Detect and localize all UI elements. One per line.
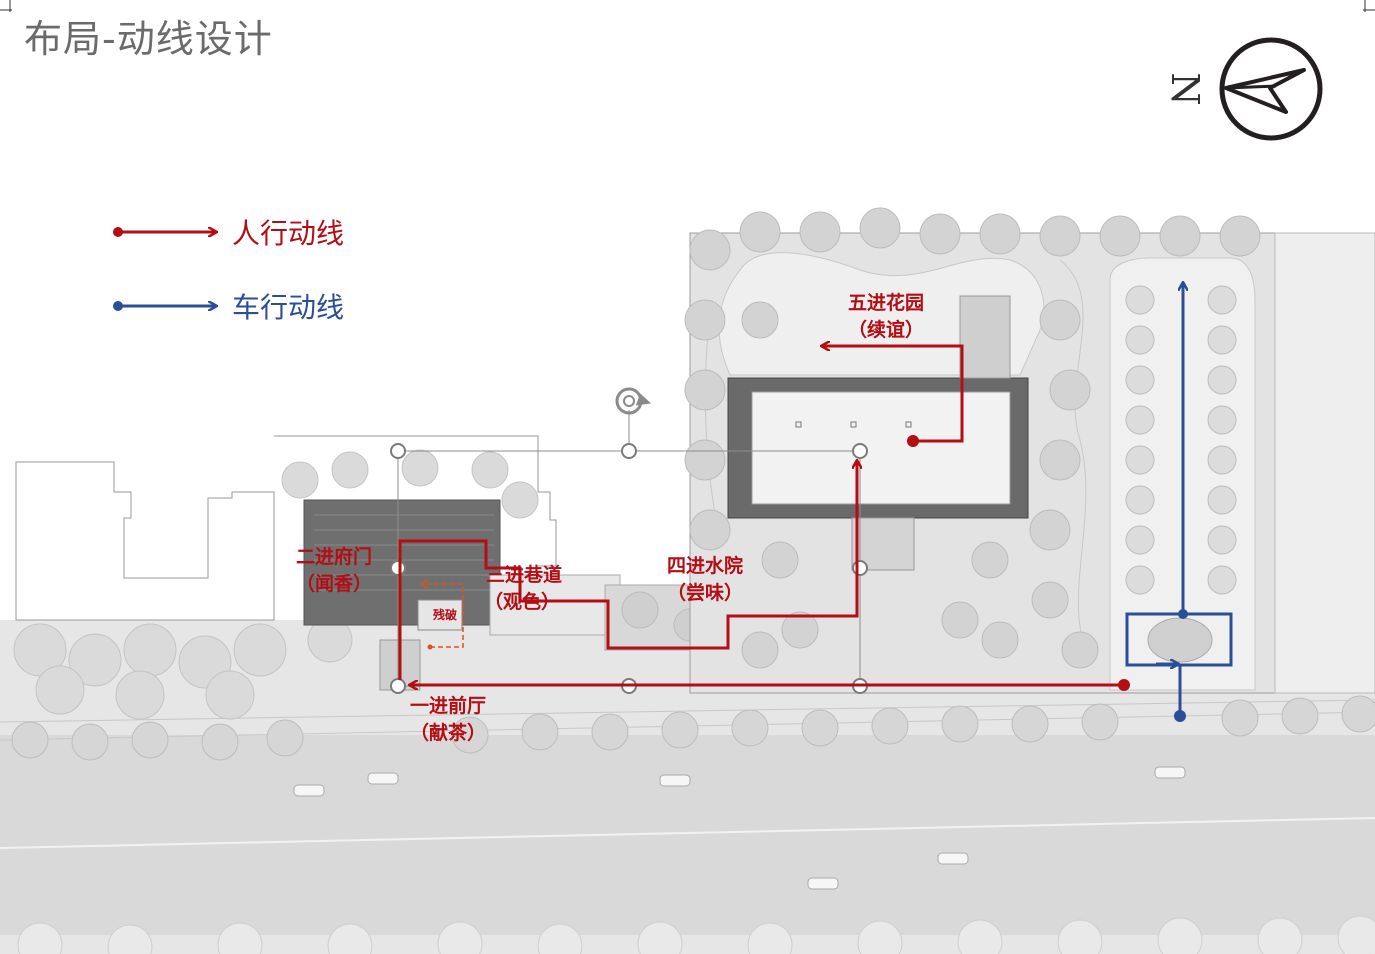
legend-pedestrian-label: 人行动线 bbox=[232, 217, 344, 250]
legend: 人行动线 车行动线 bbox=[113, 217, 344, 324]
legend-pedestrian-swatch bbox=[113, 227, 216, 237]
side-path-label: 残破 bbox=[433, 607, 457, 622]
crop-mark-top-left bbox=[0, 0, 12, 12]
north-compass-icon bbox=[1219, 37, 1323, 141]
zone-1-name: 一进前厅 bbox=[410, 694, 486, 717]
neighbor-building-outline bbox=[15, 435, 557, 621]
zone-5-name: 五进花园 bbox=[848, 291, 924, 314]
tree-row-bottom bbox=[17, 915, 1375, 954]
tree-mass-garden bbox=[684, 207, 1261, 669]
vehicle-route bbox=[1125, 283, 1233, 722]
rotate-handle-icon bbox=[615, 387, 652, 415]
zone-4-name: 四进水院 bbox=[667, 554, 743, 577]
page-title: 布局-动线设计 bbox=[24, 17, 273, 61]
zone-5-sub: （续谊） bbox=[848, 318, 924, 341]
zone-4-sub: （尝味） bbox=[667, 581, 743, 604]
zone-2-sub: （闻香） bbox=[296, 572, 372, 595]
side-path-dashed bbox=[422, 584, 464, 650]
crop-mark-top-right bbox=[1363, 0, 1375, 12]
main-building bbox=[727, 295, 1029, 571]
zone-3-name: 三进巷道 bbox=[486, 563, 562, 586]
tree-mass-west bbox=[13, 449, 539, 720]
legend-vehicle-swatch bbox=[113, 301, 216, 311]
tree-row-roadside bbox=[11, 695, 1375, 761]
compass-north-letter: N bbox=[1163, 72, 1207, 105]
zone-2-name: 二进府门 bbox=[296, 545, 372, 568]
pedestrian-route bbox=[398, 346, 1130, 691]
zone-3-sub: （观色） bbox=[484, 590, 560, 613]
legend-vehicle-label: 车行动线 bbox=[232, 291, 344, 324]
road-cars bbox=[293, 766, 1186, 890]
zone-1-sub: （献茶） bbox=[410, 721, 486, 744]
